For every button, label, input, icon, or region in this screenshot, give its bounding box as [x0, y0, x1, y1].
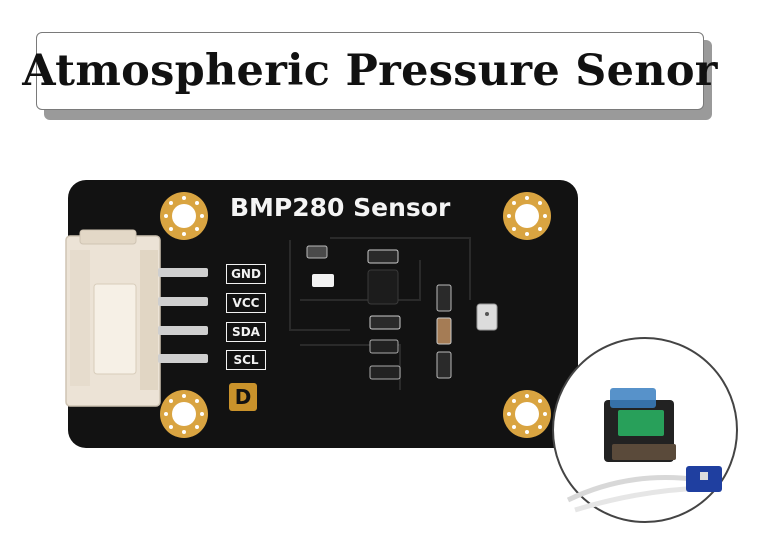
board-label: BMP280 Sensor — [230, 193, 451, 222]
pin-label-gnd: GND — [226, 264, 266, 284]
brand-logo-mark: D — [229, 383, 257, 411]
mounting-hole-top-left — [160, 192, 208, 240]
jst-connector — [65, 229, 161, 407]
pin-label-vcc: VCC — [226, 293, 266, 313]
connector-pins — [158, 268, 208, 363]
pin-label-scl: SCL — [226, 350, 266, 370]
pin-label-sda: SDA — [226, 322, 266, 342]
page-title: Atmospheric Pressure Senor — [22, 46, 718, 96]
title-banner: Atmospheric Pressure Senor — [22, 32, 717, 110]
mounting-hole-bottom-left — [160, 390, 208, 438]
mounting-hole-top-right — [503, 192, 551, 240]
mounting-hole-bottom-right — [503, 390, 551, 438]
pcb-traces — [289, 237, 471, 390]
smd-components — [306, 245, 498, 380]
application-inset — [552, 337, 738, 523]
